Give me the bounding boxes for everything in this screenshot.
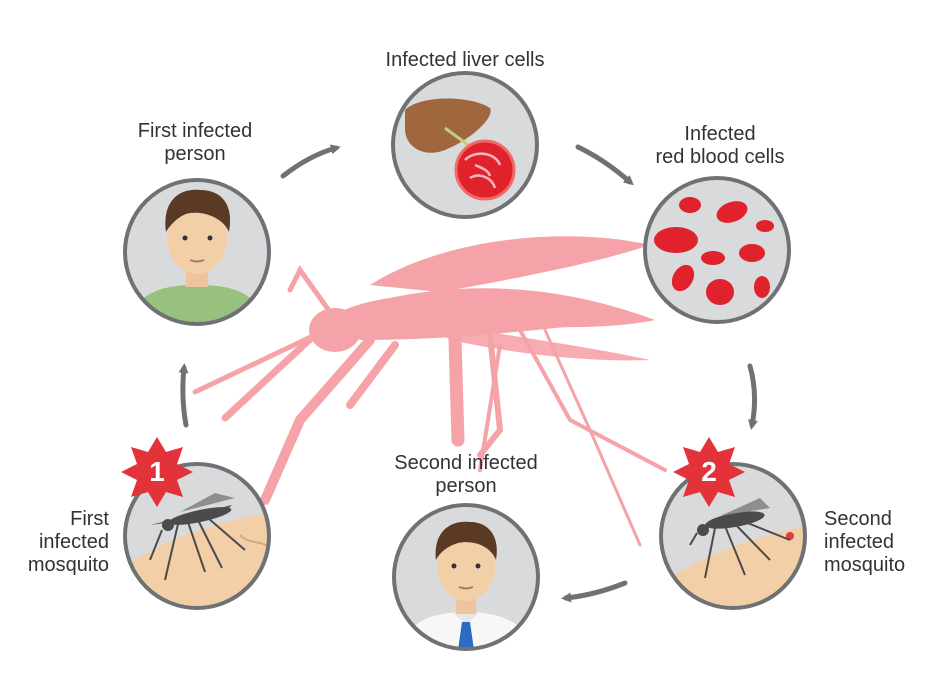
first-infected-person-label: First infected person (137, 120, 253, 165)
red-blood-cells-icon (654, 197, 774, 305)
second-infected-person-node (392, 503, 540, 651)
badge-1 (121, 437, 193, 507)
badge-1-number: 1 (149, 456, 165, 487)
infected-liver-cells-label: Infected liver cells (385, 49, 545, 71)
first-infected-mosquito-node (123, 462, 271, 610)
cycle-arrows (178, 144, 758, 603)
arrow-mosquito2-to-person2 (561, 580, 628, 603)
arrow-person1-to-liver (280, 144, 341, 179)
arrow-liver-to-blood (575, 144, 634, 186)
mosquito-silhouette (192, 236, 667, 547)
mosquito-on-skin-icon (125, 493, 269, 608)
second-infected-person-label: Second infected person (394, 452, 538, 497)
arrow-blood-to-mosquito2 (747, 363, 758, 430)
liver-icon (405, 98, 516, 201)
second-infected-mosquito-label: Second infected mosquito (824, 508, 906, 576)
first-infected-person-node (123, 178, 271, 326)
second-infected-mosquito-node (659, 462, 807, 610)
infected-red-blood-cells-label: Infected red blood cells (655, 123, 785, 168)
badge-2 (673, 437, 745, 507)
infected-liver-cells-node (391, 71, 539, 219)
infected-red-blood-cells-node (643, 176, 791, 324)
first-infected-mosquito-label: First infected mosquito (27, 508, 109, 576)
arrow-mosquito1-to-person1 (178, 363, 189, 428)
badge-2-number: 2 (701, 456, 717, 487)
